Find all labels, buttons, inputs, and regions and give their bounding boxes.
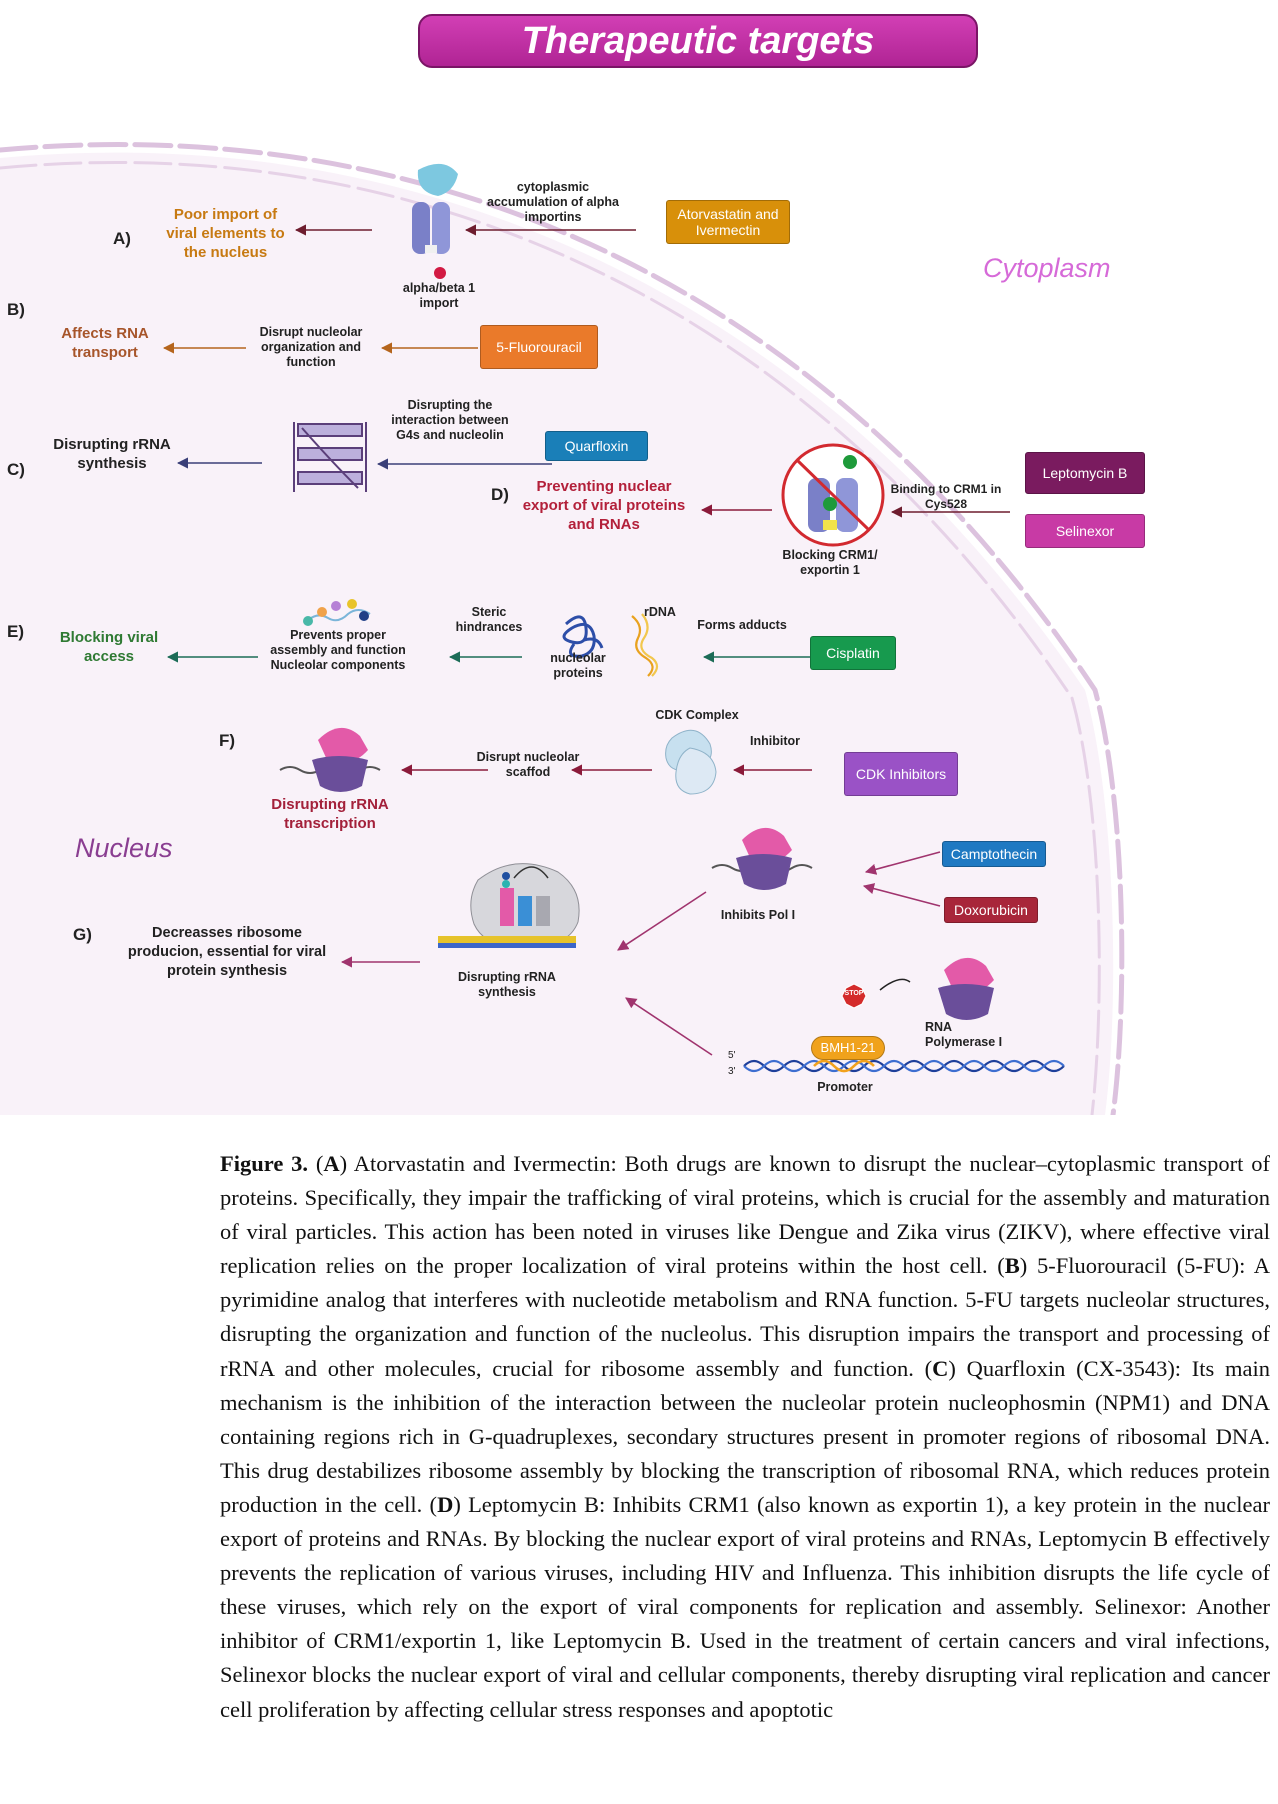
drug-atorvastatin-ivermectin: Atorvastatin and Ivermectin [666,200,790,244]
drug-cdk-inhibitors: CDK Inhibitors [844,752,958,796]
three-prime-label: 3' [728,1066,736,1077]
drug-doxorubicin: Doxorubicin [944,897,1038,923]
label-b: B) [7,300,25,319]
figure-title: Therapeutic targets [418,14,978,68]
nucleolar-components-icon [303,599,371,626]
blocking-crm1-label: Blocking CRM1/ exportin 1 [782,548,878,577]
dna-promoter-icon [743,1059,1065,1073]
stop-sign-icon [841,983,867,1009]
crm1-blocked-icon [781,443,885,547]
caption-d-tag: D [437,1491,454,1517]
effect-e: Blocking viral access [59,629,159,665]
nuclear-envelope-inner [0,161,1101,1115]
label-c: C) [7,460,25,479]
nucleus-label: Nucleus [75,833,173,863]
mechanism-b: Disrupt nucleolar organization and funct… [259,325,363,369]
caption-a-tag: A [323,1151,340,1176]
drug-quarfloxin: Quarfloxin [545,431,648,461]
effect-a: Poor import of viral elements to the nuc… [166,206,285,261]
stop-to-bmh-arrow [879,978,911,991]
caption-b-tag: B [1004,1253,1020,1279]
bmh1-21-badge: BMH1-21 [811,1036,885,1060]
mechanism-d: Binding to CRM1 in Cys528 [890,482,1002,511]
rna-polymerase-icon [938,957,994,1020]
rna-polymerase-label: RNA Polymerase I [925,1020,1003,1049]
synthesis-label: Disrupting rRNA synthesis [458,970,556,999]
steric-label: Steric hindrances [455,605,523,634]
drug-cisplatin: Cisplatin [810,636,896,670]
effect-b: Affects RNA transport [61,325,149,361]
label-f: F) [219,731,236,750]
caption-a-text: Atorvastatin and Ivermectin: Both drugs … [220,1151,1270,1279]
label-e: E) [7,622,24,641]
figure: Therapeutic targets Cytoplasm Nucleus A)… [0,14,1145,1115]
caption-d-text: Leptomycin B: Inhibits CRM1 (also known … [220,1491,1270,1722]
label-a: A) [113,229,131,248]
promoter-label: Promoter [817,1080,873,1094]
figure-graphics [0,142,1125,1115]
arrow-g-doxorubicin [862,883,941,907]
cdk-complex-icon [665,729,717,795]
label-g: G) [73,925,92,944]
caption-fig-label: Figure 3. [220,1151,309,1176]
mechanism-f: Disrupt nucleolar scaffod [476,750,580,779]
drug-leptomycin-b: Leptomycin B [1025,452,1145,494]
cytoplasm-label: Cytoplasm [983,253,1111,283]
rdna-label: rDNA [644,605,676,619]
mechanism-e: Forms adducts [697,618,787,632]
nucleolar-protein-icon [562,615,604,658]
inhibits-pol-label: Inhibits Pol I [720,908,796,922]
caption-b-text: 5-Fluorouracil (5-FU): A pyrimidine anal… [220,1253,1270,1381]
pol1-transcription-icon-f [279,727,381,792]
importin-icon [412,163,458,279]
five-prime-label: 5' [728,1050,736,1061]
effect-g: Decreasses ribosome producion, essential… [127,925,327,979]
drug-5-fluorouracil: 5-Fluorouracil [480,325,598,369]
drug-camptothecin: Camptothecin [942,841,1046,867]
figure-caption: Figure 3. (A) Atorvastatin and Ivermecti… [220,1151,1271,1722]
label-d: D) [491,485,509,504]
mechanism-c: Disrupting the interaction between G4s a… [391,398,509,442]
arrow-g-pol [617,891,707,951]
pol1-inhibited-icon [711,827,813,890]
arrow-g-camptothecin [864,851,941,875]
g-quadruplex-icon [293,422,367,492]
rdna-icon [631,613,659,677]
arrow-g-promoter [625,997,713,1056]
effect-d: Preventing nuclear export of viral prote… [522,478,686,533]
mechanism-a: cytoplasmic accumulation of alpha import… [487,180,619,224]
nucleus-area [0,152,1114,1115]
caption-c-tag: C [932,1355,949,1381]
assembly-label: Prevents proper assembly and function Nu… [270,628,406,672]
effect-f: Disrupting rRNA transcription [271,796,389,832]
nucleolar-proteins-label: nucleolar proteins [550,651,606,680]
inhibitor-label: Inhibitor [750,734,800,748]
caption-c-text: Quarfloxin (CX-3543): Its main mechanism… [220,1355,1271,1517]
drug-selinexor: Selinexor [1025,514,1145,548]
effect-c: Disrupting rRNA synthesis [53,436,171,472]
stop-label: STOP [844,990,864,997]
importin-label: alpha/beta 1 import [402,281,476,310]
ribosome-icon [438,863,580,948]
nuclear-envelope-outer [0,142,1125,1115]
cdk-complex-label: CDK Complex [655,708,739,722]
